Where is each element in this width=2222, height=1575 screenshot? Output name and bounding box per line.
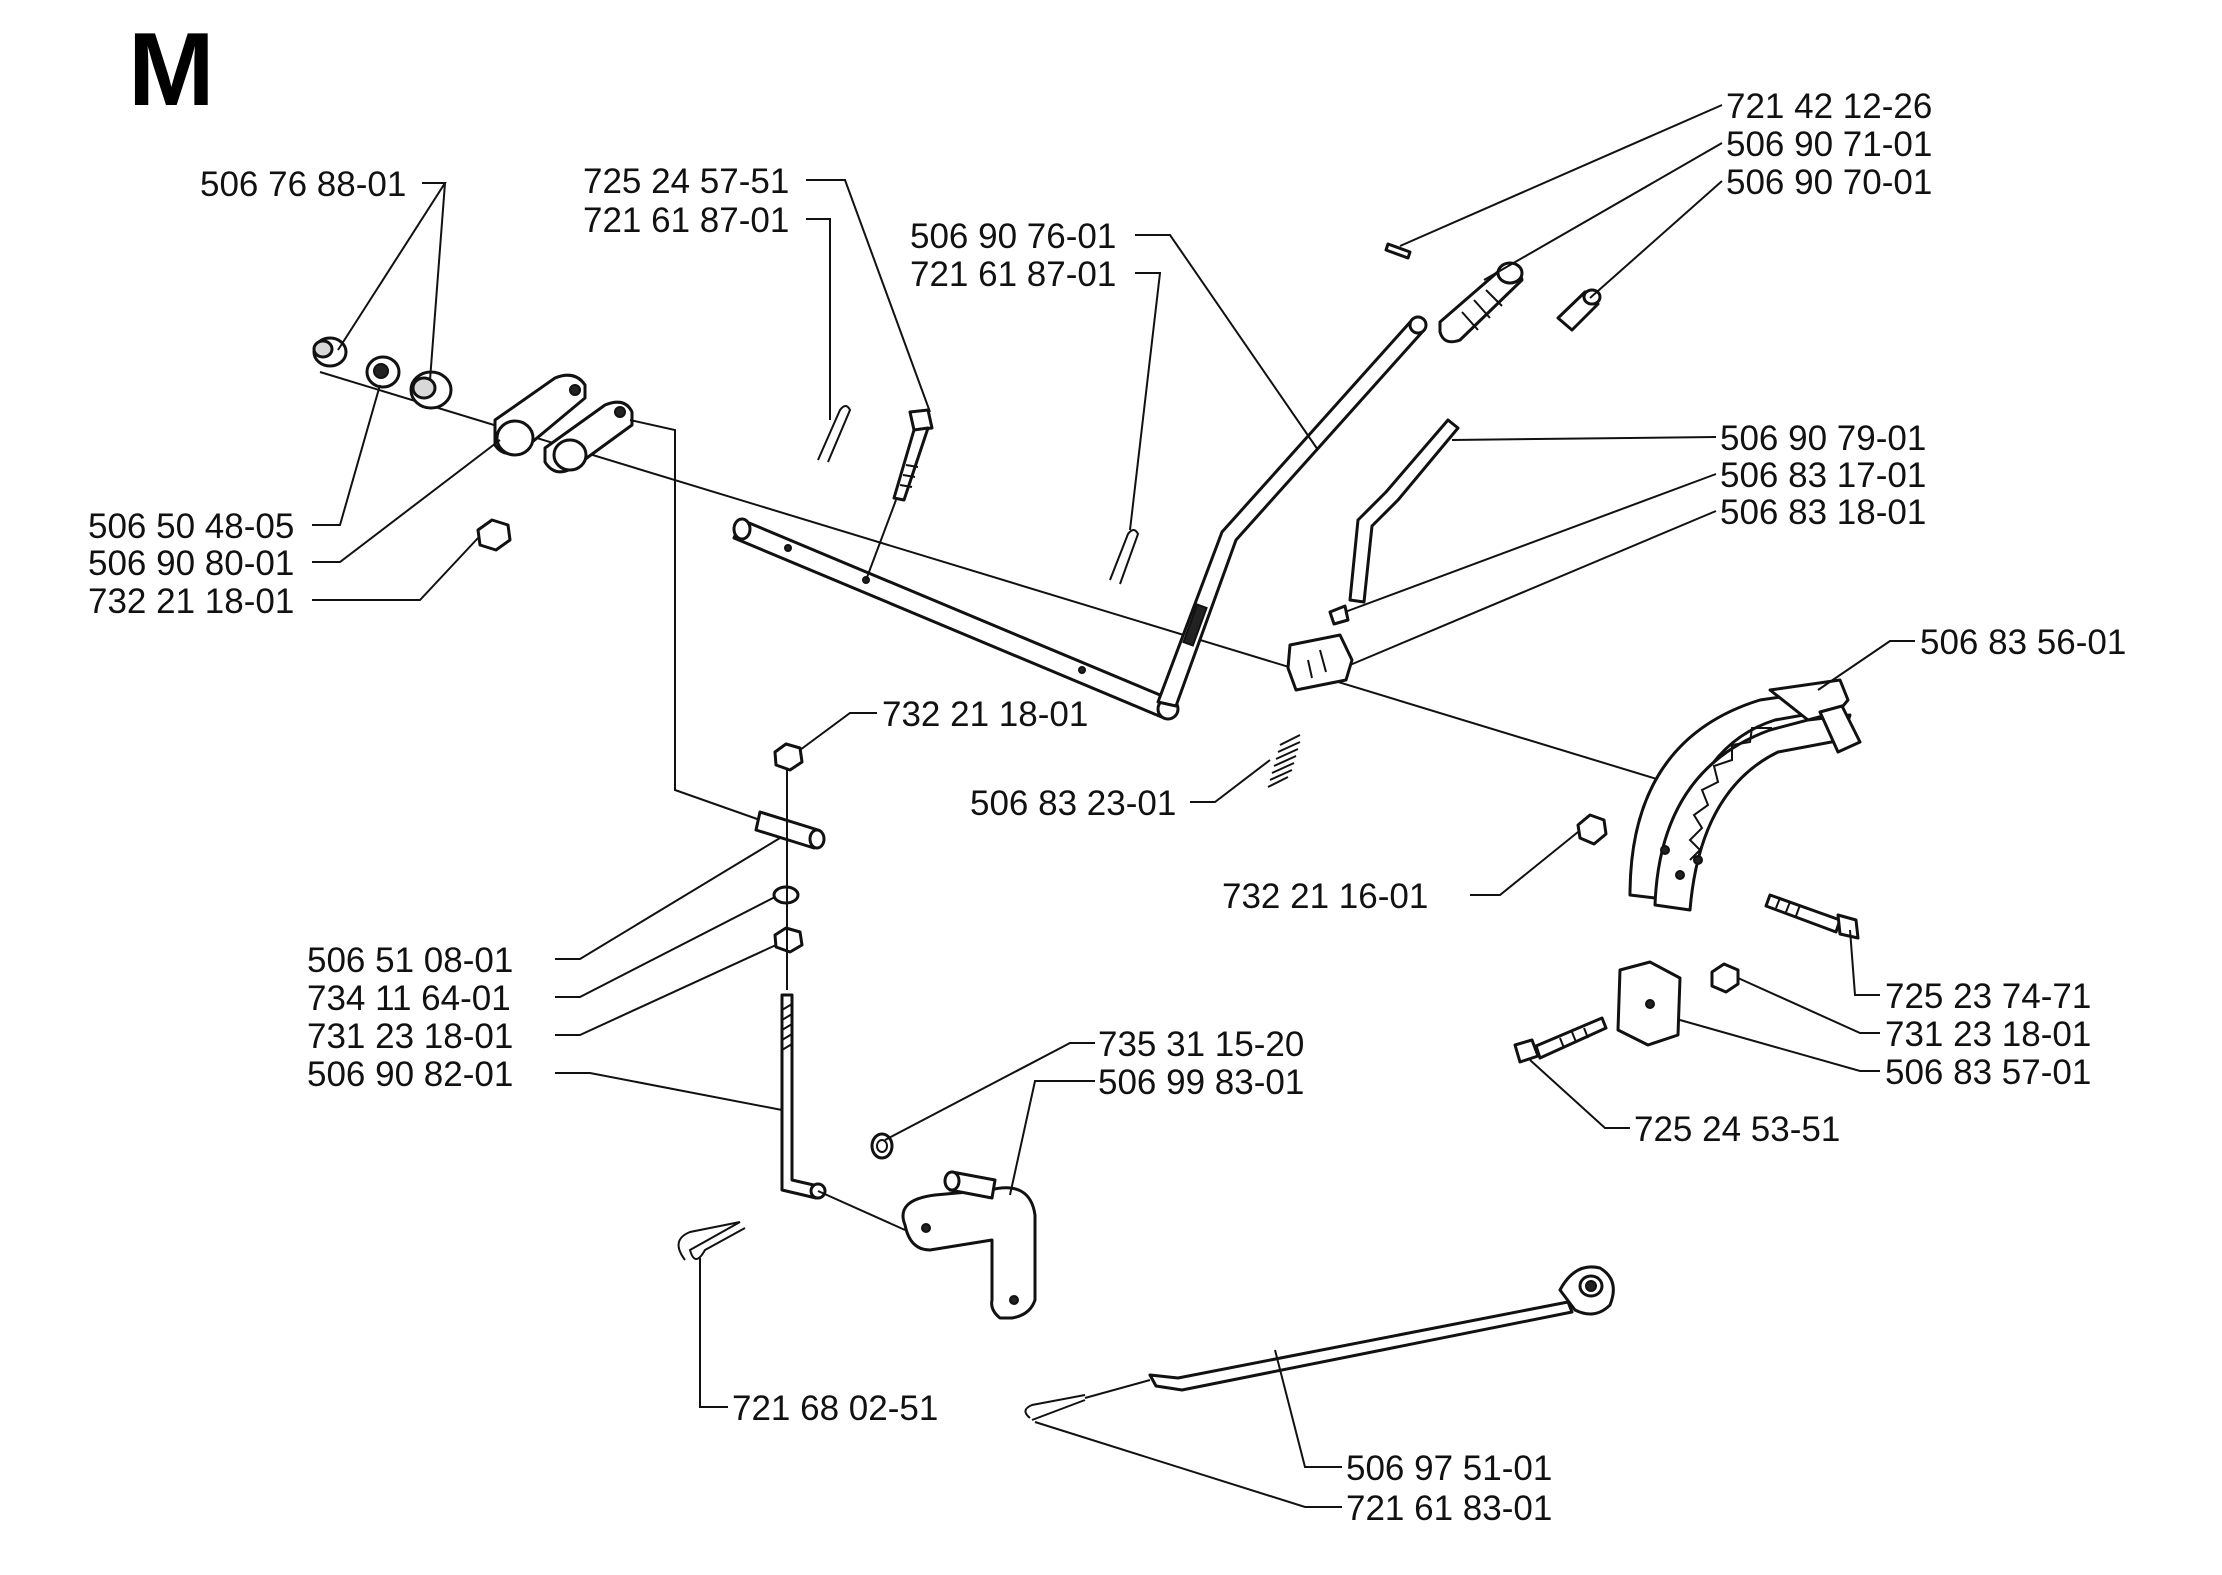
label-506-97-51-01: 506 97 51-01	[1346, 1449, 1552, 1488]
label-506-76-88-01: 506 76 88-01	[200, 165, 406, 204]
release-rod	[1348, 288, 1602, 604]
label-731-23-18-01-a: 731 23 18-01	[307, 1017, 513, 1056]
label-734-11-64-01: 734 11 64-01	[307, 979, 511, 1018]
label-506-83-17-01: 506 83 17-01	[1720, 456, 1926, 495]
label-731-23-18-01-b: 731 23 18-01	[1885, 1015, 2091, 1054]
cotter-pin-shaft-b	[1109, 529, 1140, 585]
bushing-parts	[312, 336, 453, 410]
label-725-24-57-51: 725 24 57-51	[583, 162, 789, 201]
label-506-83-23-01: 506 83 23-01	[970, 784, 1176, 823]
label-721-61-87-01-b: 721 61 87-01	[910, 255, 1116, 294]
pedal-arm	[901, 1170, 1037, 1320]
label-506-50-48-05: 506 50 48-05	[88, 507, 294, 546]
label-725-23-74-71: 725 23 74-71	[1885, 977, 2091, 1016]
bolt-quadrant	[1764, 893, 1860, 940]
label-506-83-56-01: 506 83 56-01	[1920, 623, 2126, 662]
label-506-99-83-01: 506 99 83-01	[1098, 1063, 1304, 1102]
toothed-quadrant	[1628, 678, 1862, 912]
cotter-pin-shaft-a	[817, 405, 852, 463]
link-to-pedal	[817, 1190, 906, 1231]
label-506-90-70-01: 506 90 70-01	[1726, 163, 1932, 202]
clevis-drop-line	[629, 419, 761, 821]
clevis-bracket	[493, 373, 634, 474]
bolt-block	[1513, 1016, 1608, 1064]
label-506-83-18-01: 506 83 18-01	[1720, 493, 1926, 532]
roll-pin	[1384, 242, 1412, 260]
label-506-90-80-01: 506 90 80-01	[88, 544, 294, 583]
nut-link	[773, 926, 804, 954]
label-721-42-12-26: 721 42 12-26	[1726, 87, 1932, 126]
label-735-31-15-20: 735 31 15-20	[1098, 1025, 1304, 1064]
nut-quadrant	[1576, 813, 1608, 846]
parts-drawings	[312, 242, 1862, 1421]
label-725-24-53-51: 725 24 53-51	[1634, 1110, 1840, 1149]
label-506-90-71-01: 506 90 71-01	[1726, 125, 1932, 164]
link-rod	[780, 993, 827, 1200]
label-721-61-83-01: 721 61 83-01	[1346, 1489, 1552, 1528]
hairpin-clip	[677, 1221, 746, 1261]
mounting-block	[1616, 960, 1682, 1047]
handle-grip	[1438, 261, 1524, 344]
nut-upper-left	[476, 518, 512, 552]
main-shaft	[732, 517, 1180, 721]
nut-block	[1710, 962, 1740, 994]
label-506-83-57-01: 506 83 57-01	[1885, 1053, 2091, 1092]
label-506-90-76-01: 506 90 76-01	[910, 217, 1116, 256]
label-732-21-16-01: 732 21 16-01	[1222, 877, 1428, 916]
cotter-pin-bottom	[1024, 1379, 1151, 1421]
label-506-51-08-01: 506 51 08-01	[307, 941, 513, 980]
label-721-68-02-51: 721 68 02-51	[732, 1389, 938, 1428]
section-letter: M	[128, 12, 215, 128]
spring	[1267, 734, 1301, 788]
label-506-90-82-01: 506 90 82-01	[307, 1055, 513, 1094]
control-lever	[1156, 315, 1428, 708]
wedge-piece	[1328, 604, 1350, 626]
label-506-90-79-01: 506 90 79-01	[1720, 419, 1926, 458]
label-721-61-87-01-a: 721 61 87-01	[583, 201, 789, 240]
part-labels: 721 42 12-26 506 90 71-01 506 90 70-01 5…	[88, 87, 2126, 1528]
link-pin	[754, 810, 826, 850]
leader-lines	[312, 104, 1915, 1508]
shaft-axis-line	[319, 371, 1661, 781]
detent-block	[1286, 633, 1354, 692]
nut-link-top	[773, 742, 804, 772]
bolt-shaft	[865, 408, 934, 581]
label-732-21-18-01-b: 732 21 18-01	[882, 695, 1088, 734]
bottom-link-rod	[1148, 1265, 1615, 1392]
label-732-21-18-01-a: 732 21 18-01	[88, 582, 294, 621]
